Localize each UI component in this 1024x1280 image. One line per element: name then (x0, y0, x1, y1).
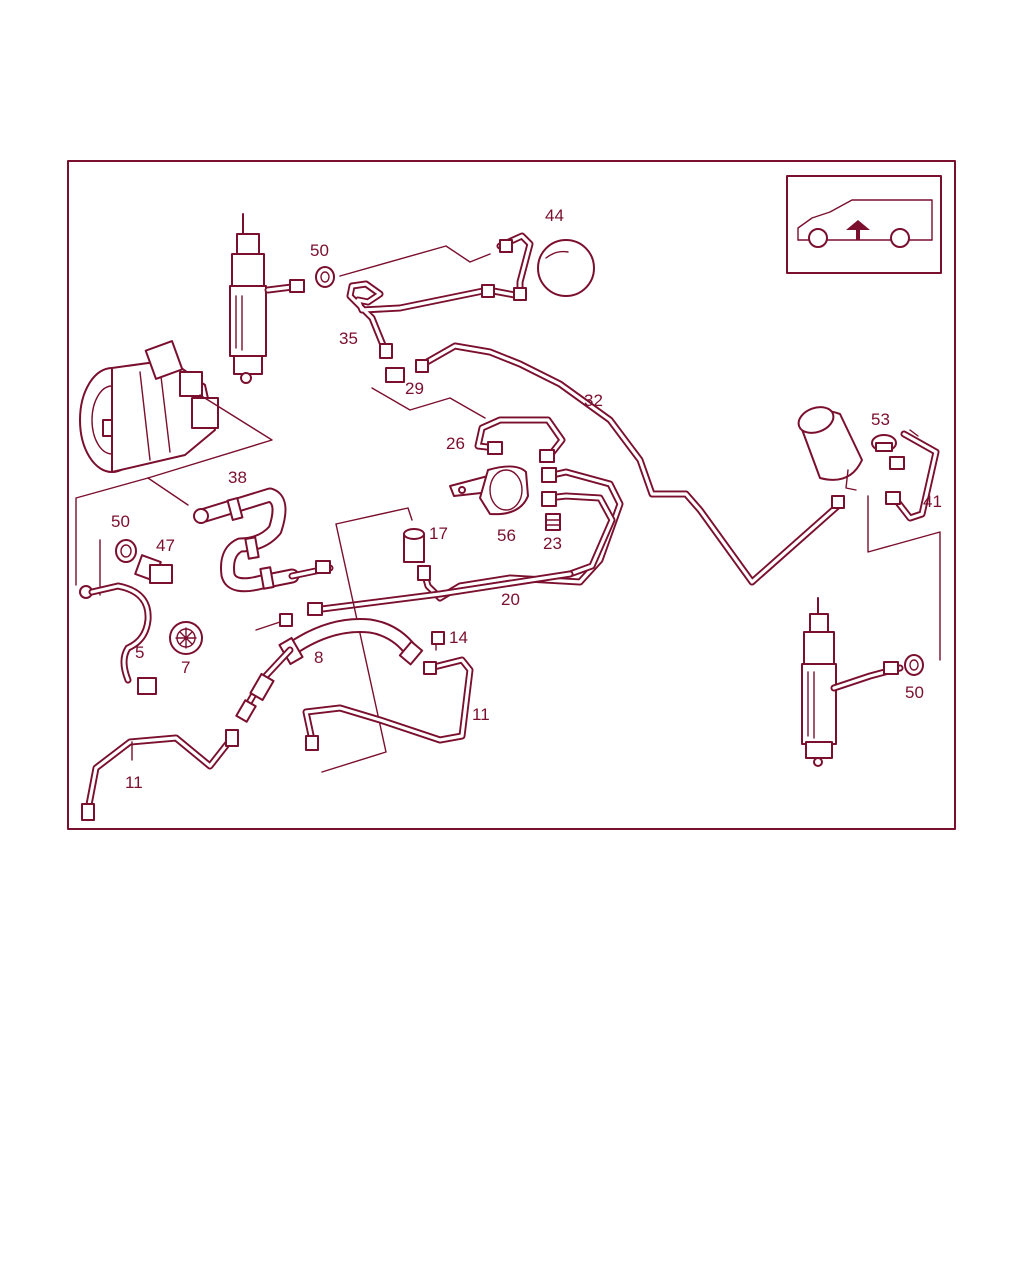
reservoir-right (797, 406, 863, 491)
seal-ring-50-top (315, 266, 335, 288)
line-11-center (302, 656, 474, 751)
level-control-valve-56 (449, 465, 529, 516)
callout-44: 44 (545, 206, 564, 225)
line-11-left (81, 729, 239, 821)
callout-56: 56 (497, 526, 516, 545)
line-32 (415, 342, 845, 586)
callout-8: 8 (314, 648, 323, 667)
callout-50-left: 50 (111, 512, 130, 531)
callout-38: 38 (228, 468, 247, 487)
fitting-23 (545, 513, 561, 531)
callout-50-top: 50 (310, 241, 329, 260)
callout-23: 23 (543, 534, 562, 553)
suction-hose-38 (193, 487, 334, 593)
seal-ring-50-left (115, 539, 137, 563)
cap-53 (871, 434, 897, 452)
callout-17: 17 (429, 524, 448, 543)
callout-32: 32 (584, 391, 603, 410)
banjo-bolt-47 (134, 554, 173, 584)
screw-14 (431, 631, 445, 651)
leader-38 (75, 477, 149, 586)
callout-29: 29 (405, 379, 424, 398)
callout-5: 5 (135, 643, 144, 662)
callout-41: 41 (923, 492, 942, 511)
callout-53: 53 (871, 410, 890, 429)
hose-5 (79, 539, 157, 695)
rear-right-strut (801, 597, 904, 767)
hydraulic-pump (79, 340, 219, 473)
callout-14: 14 (449, 628, 468, 647)
vehicle-location-thumbnail (786, 175, 942, 274)
front-left-strut (229, 213, 305, 384)
diagram-frame (67, 160, 956, 830)
callout-47: 47 (156, 536, 175, 555)
callout-20: 20 (501, 590, 520, 609)
station-wagon-top-view-arrow-icon (797, 199, 933, 248)
callout-50-right: 50 (905, 683, 924, 702)
callout-26: 26 (446, 434, 465, 453)
callout-7: 7 (181, 658, 190, 677)
line-26 (474, 416, 566, 463)
connector-29 (371, 367, 486, 419)
leader-pump-bracket (147, 394, 273, 479)
high-pressure-hose-8 (235, 613, 424, 723)
callout-11-center: 11 (472, 705, 490, 724)
pressure-accumulator-44 (496, 232, 595, 301)
seal-ring-50-right (904, 654, 924, 676)
line-35 (346, 280, 524, 359)
line-to-17 (307, 570, 574, 616)
line-41 (867, 429, 941, 661)
callout-35: 35 (339, 329, 358, 348)
filter-element-7 (169, 621, 203, 655)
callout-11-left: 11 (125, 773, 143, 792)
adapter-17 (321, 507, 425, 773)
leader-50-top (339, 245, 491, 277)
